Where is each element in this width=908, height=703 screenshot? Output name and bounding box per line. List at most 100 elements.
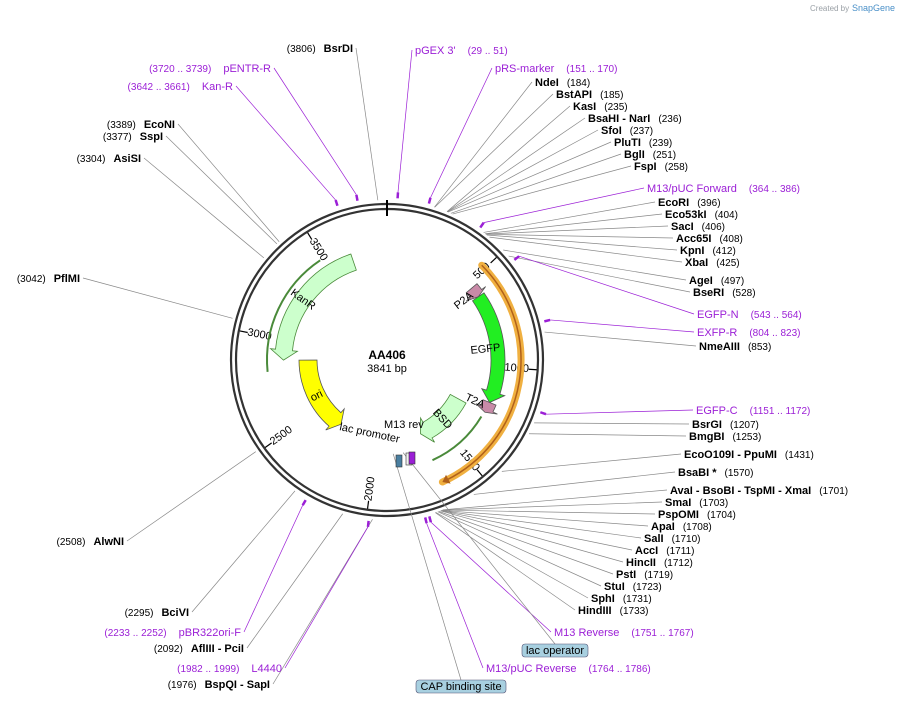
enzyme-site-hincii[interactable]: HincII(1712) [626,557,693,569]
primer-pgex-3[interactable]: pGEX 3'(29 .. 51) [396,45,508,199]
enzyme-leader-line [126,451,257,542]
enzyme-leader-line [486,233,674,239]
feature-arrow-shape [475,399,498,415]
primer-name: EGFP-C [696,405,738,417]
enzyme-site-apai[interactable]: ApaI(1708) [651,521,712,533]
plasmid-center-label: AA406 3841 bp [367,348,407,375]
enzyme-label: (2295)BciVI [125,607,189,619]
enzyme-name: AgeI [689,275,713,287]
enzyme-site-kpni[interactable]: KpnI(412) [680,245,736,257]
enzyme-name: BspQI - SapI [205,679,270,691]
enzyme-site-econi[interactable]: (3389)EcoNI [107,119,175,131]
feature-bsd[interactable]: BSD [420,393,467,443]
enzyme-site-avai-bsobi-tspmi-xmai[interactable]: AvaI - BsoBI - TspMI - XmaI(1701) [670,485,848,497]
enzyme-site-sfoi[interactable]: SfoI(237) [601,125,653,137]
enzyme-name: AccI [635,545,658,557]
enzyme-site-sali[interactable]: SalI(1710) [644,533,700,545]
feature-arrow-shape [298,359,345,431]
enzyme-position: (1704) [707,510,736,521]
feature-box-cap-binding-site[interactable]: CAP binding site [415,679,507,694]
enzyme-position: (1703) [699,498,728,509]
enzyme-site-bsrdi[interactable]: (3806)BsrDI [287,43,353,55]
primer-m13-reverse[interactable]: M13 Reverse(1751 .. 1767) [428,516,694,639]
enzyme-site-sphi[interactable]: SphI(1731) [591,593,652,605]
enzyme-label: BmgBI(1253) [689,431,761,443]
enzyme-position: (404) [715,210,738,221]
primer-kan-r[interactable]: (3642 .. 3661)Kan-R [128,81,339,207]
primer-leader-line [273,67,357,196]
box-leader-line [392,453,462,681]
primer-name: pRS-marker [495,63,555,75]
primer-m13-puc-forward[interactable]: M13/pUC Forward(364 .. 386) [479,183,800,229]
enzyme-leader-line [452,165,632,215]
feature-egfp[interactable]: EGFP [470,292,506,403]
enzyme-name: FspI [634,161,657,173]
enzyme-site-bmgbi[interactable]: BmgBI(1253) [689,431,761,443]
enzyme-position: (1723) [633,582,662,593]
primer-prs-marker[interactable]: pRS-marker(151 .. 170) [427,63,618,204]
enzyme-site-bsabi[interactable]: BsaBI *(1570) [678,467,753,479]
enzyme-site-fspi[interactable]: FspI(258) [634,161,688,173]
primer-leader-line [426,523,484,669]
enzyme-position: (237) [630,126,653,137]
enzyme-position: (3389) [107,120,136,131]
primer-label: pRS-marker(151 .. 170) [495,63,617,75]
enzyme-site-bsahi-nari[interactable]: BsaHI - NarI(236) [588,113,682,125]
enzyme-site-acc65i[interactable]: Acc65I(408) [676,233,743,245]
feature-ori[interactable]: ori [298,359,345,431]
enzyme-site-alwni[interactable]: (2508)AlwNI [57,536,124,548]
enzyme-site-sspi[interactable]: (3377)SspI [103,131,163,143]
enzyme-site-afliii-pcii[interactable]: (2092)AflIII - PciI [154,643,244,655]
enzyme-position: (408) [719,234,742,245]
primer-label: M13/pUC Reverse(1764 .. 1786) [486,663,651,675]
primer-pbr322ori-f[interactable]: (2233 .. 2252)pBR322ori-F [104,499,307,639]
primer-site-mark [366,520,370,528]
enzyme-site-pflmi[interactable]: (3042)PflMI [17,273,80,285]
enzyme-site-asisi[interactable]: (3304)AsiSI [77,153,141,165]
enzyme-site-eco53ki[interactable]: Eco53kI(404) [665,209,738,221]
enzyme-position: (1733) [620,606,649,617]
primer-exfp-r[interactable]: EXFP-R(804 .. 823) [544,318,801,339]
enzyme-leader-line [508,255,691,293]
enzyme-site-pspomi[interactable]: PspOMI(1704) [658,509,736,521]
enzyme-site-hindiii[interactable]: HindIII(1733) [578,605,649,617]
enzyme-name: SspI [140,131,163,143]
enzyme-site-agei[interactable]: AgeI (497) [689,275,744,287]
enzyme-site-ecoo109i-ppumi[interactable]: EcoO109I - PpuMI(1431) [684,449,814,461]
enzyme-position: (1711) [666,546,694,557]
enzyme-site-stui[interactable]: StuI(1723) [604,581,662,593]
enzyme-position: (528) [732,288,755,299]
enzyme-site-ecori[interactable]: EcoRI(396) [658,197,721,209]
feature-m13-rev[interactable]: M13 rev [384,419,424,431]
primer-egfp-n[interactable]: EGFP-N(543 .. 564) [513,255,802,321]
enzyme-site-bstapi[interactable]: BstAPI(185) [556,89,623,101]
enzyme-site-kasi[interactable]: KasI(235) [573,101,628,113]
enzyme-leader-line [447,117,586,213]
feature-box-lac-operator[interactable]: lac operator [521,643,589,658]
enzyme-site-saci[interactable]: SacI(406) [671,221,725,233]
primer-egfp-c[interactable]: EGFP-C(1151 .. 1172) [539,405,810,417]
enzyme-site-bspqi-sapi[interactable]: (1976)BspQI - SapI [168,679,270,691]
primer-leader-line [235,85,336,201]
primer-l4440[interactable]: (1982 .. 1999)L4440 [177,520,370,675]
enzyme-site-smai[interactable]: SmaI(1703) [665,497,728,509]
primer-pentr-r[interactable]: (3720 .. 3739)pENTR-R [149,63,359,201]
enzyme-site-nmeaiii[interactable]: NmeAIII(853) [699,341,771,353]
primer-site-mark [513,255,520,261]
primer-m13-puc-reverse[interactable]: M13/pUC Reverse(1764 .. 1786) [423,517,651,675]
enzyme-site-xbai[interactable]: XbaI(425) [685,257,740,269]
primer-label: (2233 .. 2252)pBR322ori-F [104,627,241,639]
feature-label: ori [309,388,325,404]
enzyme-site-psti[interactable]: PstI(1719) [616,569,673,581]
enzyme-position: (497) [721,276,744,287]
enzyme-name: NdeI [535,77,559,89]
enzyme-site-ndei[interactable]: NdeI(184) [535,77,590,89]
enzyme-site-pluti[interactable]: PluTI(239) [614,137,672,149]
enzyme-site-acci[interactable]: AccI (1711) [635,545,694,557]
feature-kanr[interactable]: KanR [269,253,357,361]
enzyme-site-bcivi[interactable]: (2295)BciVI [125,607,189,619]
enzyme-site-bseri[interactable]: BseRI(528) [693,287,756,299]
enzyme-site-bsrgi[interactable]: BsrGI(1207) [692,419,759,431]
enzyme-label: BglI(251) [624,149,676,161]
enzyme-site-bgli[interactable]: BglI(251) [624,149,676,161]
